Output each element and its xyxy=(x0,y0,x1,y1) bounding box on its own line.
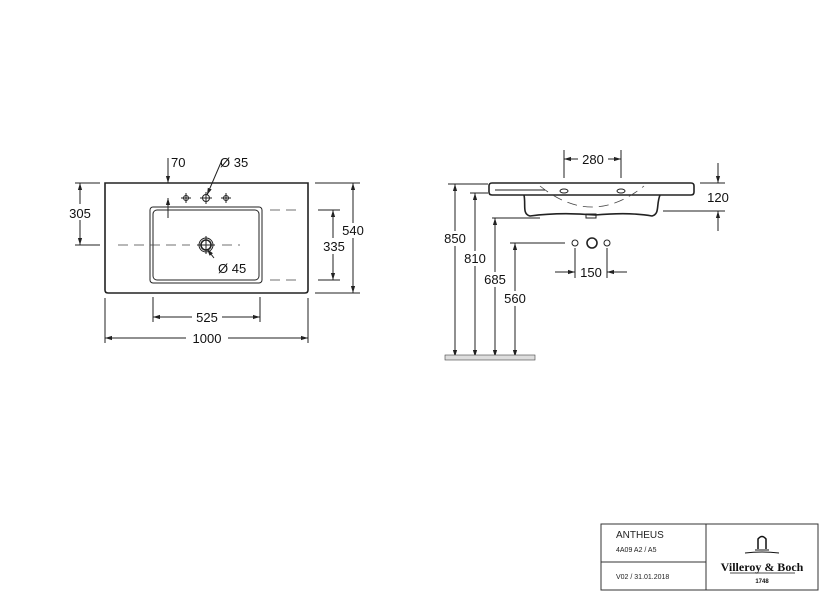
title-block: ANTHEUS 4A09 A2 / A5 V02 / 31.01.2018 Vi… xyxy=(600,523,819,591)
brand-logo: Villeroy & Boch 1748 xyxy=(721,535,804,585)
dim-540: 540 xyxy=(342,223,364,238)
basin-bowl-profile xyxy=(523,194,661,217)
drain-hole-label: Ø 45 xyxy=(218,261,246,276)
basin-top-profile xyxy=(488,182,695,196)
tap-hole-label: Ø 35 xyxy=(220,155,248,170)
tap-holes xyxy=(181,192,231,204)
dim-685: 685 xyxy=(484,272,506,287)
dim-1000: 1000 xyxy=(193,331,222,346)
top-view: 305 335 540 525 1000 70 Ø 35 Ø 45 xyxy=(66,155,367,346)
dim-810: 810 xyxy=(464,251,486,266)
svg-text:Villeroy & Boch: Villeroy & Boch xyxy=(721,560,804,574)
dim-280: 280 xyxy=(582,152,604,167)
dim-150: 150 xyxy=(580,265,602,280)
product-name: ANTHEUS xyxy=(616,530,664,541)
drain-hole xyxy=(197,236,215,254)
version-date: V02 / 31.01.2018 xyxy=(616,574,669,581)
dim-560: 560 xyxy=(504,291,526,306)
dim-850: 850 xyxy=(444,231,466,246)
side-view: 280 120 150 850 810 685 560 xyxy=(441,150,729,361)
floor-line xyxy=(444,354,536,361)
article-number: 4A09 A2 / A5 xyxy=(616,547,657,554)
dim-120: 120 xyxy=(707,190,729,205)
dim-335: 335 xyxy=(323,239,345,254)
svg-text:1748: 1748 xyxy=(755,579,769,585)
dim-305: 305 xyxy=(69,206,91,221)
basin-outline xyxy=(104,182,309,294)
dim-70: 70 xyxy=(171,155,185,170)
dim-525: 525 xyxy=(196,310,218,325)
